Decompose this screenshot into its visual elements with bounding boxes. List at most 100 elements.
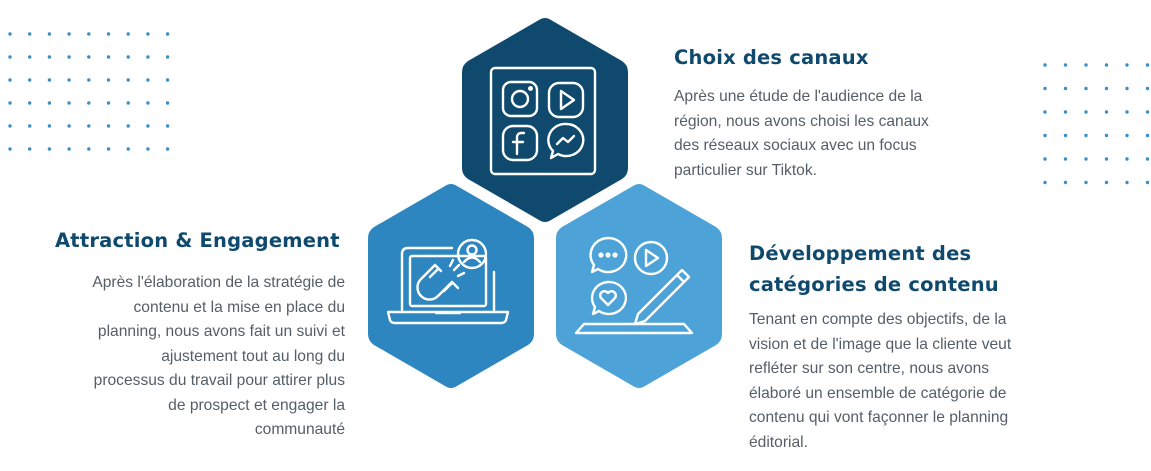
decorative-dot bbox=[146, 124, 150, 128]
decorative-dot bbox=[47, 78, 52, 82]
decorative-dot bbox=[1063, 86, 1068, 91]
content-description: Tenant en compte des objectifs, de la vi… bbox=[749, 308, 1011, 455]
attraction-line: Après l'élaboration de la stratégie de bbox=[92, 274, 345, 291]
hexagon-channels bbox=[462, 18, 628, 222]
decorative-dot bbox=[106, 32, 111, 36]
decorative-dot bbox=[47, 55, 52, 59]
decorative-dot bbox=[1084, 110, 1088, 114]
decorative-dot bbox=[1084, 180, 1088, 185]
decorative-dot bbox=[1043, 86, 1047, 91]
decorative-dot bbox=[126, 147, 130, 151]
decorative-dot bbox=[1104, 133, 1109, 138]
content-line: élaboré un ensemble de catégorie de bbox=[749, 384, 1007, 402]
decorative-dot bbox=[1063, 180, 1068, 185]
content-creation-icon bbox=[574, 236, 694, 335]
content-line: contenu qui vont façonner le planning bbox=[749, 409, 1009, 426]
decorative-dot bbox=[67, 55, 71, 59]
dot-grid-right bbox=[1043, 63, 1150, 185]
decorative-dot bbox=[126, 101, 130, 105]
decorative-dot bbox=[106, 55, 111, 59]
decorative-dot bbox=[1104, 180, 1109, 185]
decorative-dot bbox=[1145, 133, 1150, 138]
decorative-dot bbox=[165, 55, 170, 59]
decorative-dot bbox=[1104, 86, 1109, 91]
decorative-dot bbox=[1125, 86, 1129, 91]
channels-description: Après une étude de l'audience de la régi… bbox=[674, 85, 929, 183]
decorative-dot bbox=[165, 101, 170, 105]
decorative-dot bbox=[126, 32, 130, 36]
decorative-dot bbox=[67, 101, 71, 105]
decorative-dot bbox=[106, 147, 111, 151]
decorative-dot bbox=[1104, 157, 1109, 161]
decorative-dot bbox=[126, 78, 130, 82]
decorative-dot bbox=[165, 124, 170, 128]
decorative-dot bbox=[28, 32, 32, 36]
decorative-dot bbox=[47, 101, 52, 105]
decorative-dot bbox=[1125, 110, 1129, 114]
decorative-dot bbox=[1145, 157, 1150, 161]
decorative-dot bbox=[146, 78, 150, 82]
decorative-dot bbox=[1043, 63, 1047, 67]
decorative-dot bbox=[106, 101, 111, 105]
decorative-dot bbox=[146, 101, 150, 105]
decorative-dot bbox=[47, 32, 52, 36]
decorative-dot bbox=[165, 78, 170, 82]
decorative-dot bbox=[1084, 86, 1088, 91]
content-line: Tenant en compte des objectifs, de la bbox=[749, 311, 1007, 328]
decorative-dot bbox=[146, 147, 150, 151]
decorative-dot bbox=[28, 147, 32, 151]
decorative-dot bbox=[126, 55, 130, 59]
decorative-dot bbox=[1145, 63, 1150, 67]
decorative-dot bbox=[87, 55, 91, 59]
decorative-dot bbox=[87, 101, 91, 105]
decorative-dot bbox=[1145, 180, 1150, 185]
decorative-dot bbox=[8, 124, 12, 128]
channels-title: Choix des canaux bbox=[674, 46, 869, 69]
decorative-dot bbox=[28, 101, 32, 105]
channels-line: région, nous avons choisi les canaux bbox=[674, 112, 929, 130]
dot-grid-left bbox=[8, 32, 170, 151]
content-title: Développement des catégories de contenu bbox=[749, 238, 999, 300]
social-media-apps-icon bbox=[489, 66, 597, 176]
decorative-dot bbox=[1063, 133, 1068, 138]
hexagon-attraction bbox=[368, 184, 534, 388]
decorative-dot bbox=[1125, 157, 1129, 161]
attraction-line: planning, nous avons fait un suivi et bbox=[97, 323, 345, 340]
decorative-dot bbox=[1145, 110, 1150, 114]
decorative-dot bbox=[1063, 63, 1068, 67]
decorative-dot bbox=[8, 101, 12, 105]
attraction-description: Après l'élaboration de la stratégie de c… bbox=[92, 271, 345, 443]
decorative-dot bbox=[1043, 157, 1047, 161]
content-line: vision et de l'image que la cliente veut bbox=[749, 335, 1012, 353]
attraction-line: ajustement tout au long du bbox=[161, 347, 345, 365]
decorative-dot bbox=[1125, 133, 1129, 138]
decorative-dot bbox=[87, 124, 91, 128]
decorative-dot bbox=[1125, 180, 1129, 185]
decorative-dot bbox=[87, 78, 91, 82]
decorative-dot bbox=[1043, 180, 1047, 185]
decorative-dot bbox=[106, 78, 111, 82]
decorative-dot bbox=[67, 124, 71, 128]
decorative-dot bbox=[1043, 133, 1047, 138]
decorative-dot bbox=[165, 147, 170, 151]
channels-line: des réseaux sociaux avec un focus bbox=[674, 137, 917, 154]
decorative-dot bbox=[1043, 110, 1047, 114]
decorative-dot bbox=[8, 32, 12, 36]
channels-line: particulier sur Tiktok. bbox=[674, 161, 817, 179]
decorative-dot bbox=[28, 124, 32, 128]
decorative-dot bbox=[1104, 63, 1109, 67]
decorative-dot bbox=[67, 32, 71, 36]
decorative-dot bbox=[1063, 157, 1068, 161]
decorative-dot bbox=[126, 124, 130, 128]
decorative-dot bbox=[87, 32, 91, 36]
decorative-dot bbox=[8, 78, 12, 82]
decorative-dot bbox=[146, 32, 150, 36]
content-line: refléter sur son centre, nous avons bbox=[749, 360, 990, 377]
channels-line: Après une étude de l'audience de la bbox=[674, 88, 923, 105]
attraction-line: contenu et la mise en place du bbox=[133, 298, 345, 316]
decorative-dot bbox=[47, 147, 52, 151]
decorative-dot bbox=[67, 147, 71, 151]
decorative-dot bbox=[1145, 86, 1150, 91]
decorative-dot bbox=[8, 147, 12, 151]
decorative-dot bbox=[87, 147, 91, 151]
